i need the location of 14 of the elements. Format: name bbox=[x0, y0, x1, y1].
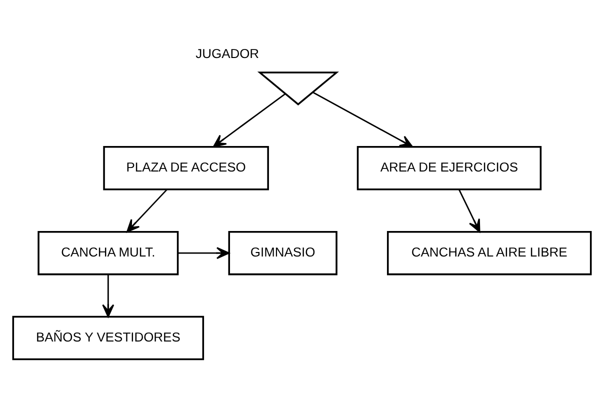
node-box: CANCHAS AL AIRE LIBRE bbox=[386, 230, 592, 275]
node-box: GIMNASIO bbox=[228, 230, 338, 275]
node-box: CANCHA MULT. bbox=[38, 230, 179, 275]
arrow bbox=[102, 274, 114, 317]
arrow bbox=[212, 92, 286, 147]
arrow bbox=[458, 188, 480, 232]
node-box: PLAZA DE ACCESO bbox=[103, 145, 269, 190]
node-box: AREA DE EJERCICIOS bbox=[356, 145, 542, 190]
arrow bbox=[312, 91, 413, 147]
arrow bbox=[178, 246, 230, 259]
node-box: BAÑOS Y VESTIDORES bbox=[12, 315, 204, 360]
arrow bbox=[126, 188, 168, 232]
node-arrow bbox=[257, 71, 339, 106]
node-label: JUGADOR bbox=[196, 46, 260, 61]
